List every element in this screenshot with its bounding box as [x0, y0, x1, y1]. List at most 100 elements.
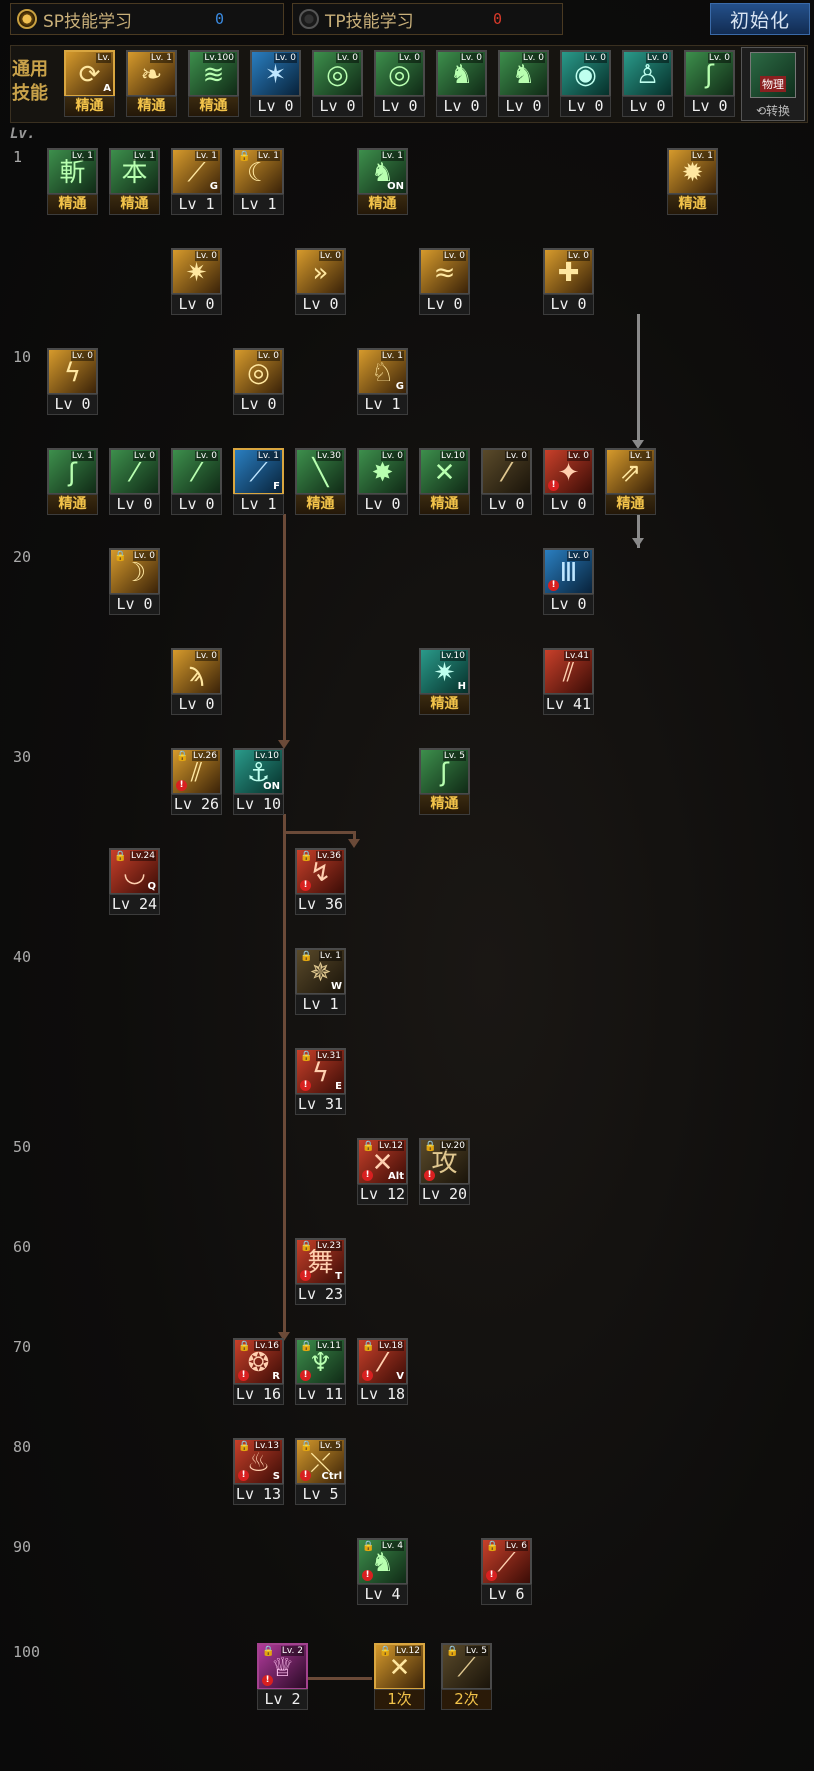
skill-node-33[interactable]: ↯Lv.36🔒!Lv 36: [295, 848, 346, 916]
skill-icon: ⁄Lv. 0: [109, 448, 160, 495]
skill-icon: ✹Lv. 1: [667, 148, 718, 195]
skill-node-24[interactable]: ☽Lv. 0🔒Lv 0: [109, 548, 160, 616]
warning-icon: !: [300, 1270, 311, 1281]
skill-icon: ⁄Lv. 0: [481, 448, 532, 495]
skill-glyph-icon: ✹: [681, 158, 704, 188]
skill-level-tag: Lv.30: [316, 451, 342, 461]
connector-line: [283, 814, 286, 1336]
skill-icon: ♕Lv. 2🔒!: [257, 1643, 308, 1690]
skill-level-tag: Lv. 0: [70, 351, 94, 361]
skill-level-caption: Lv 0: [543, 494, 594, 515]
skill-node-29[interactable]: ⫽Lv.26🔒!Lv 26: [171, 748, 222, 816]
skill-glyph-icon: ◡: [123, 858, 146, 888]
sp-radio-icon[interactable]: [17, 9, 37, 29]
skill-glyph-icon: ♘: [370, 358, 395, 388]
skill-level-tag: Lv. 0: [566, 551, 590, 561]
skill-node-22[interactable]: ✦Lv. 0!Lv 0: [543, 448, 594, 516]
skill-glyph-icon: ⇗: [619, 458, 642, 488]
lock-icon: 🔒: [379, 1646, 392, 1657]
reset-button[interactable]: 初始化: [710, 3, 810, 35]
tp-radio-icon[interactable]: [299, 9, 319, 29]
skill-node-40[interactable]: ♆Lv.11🔒!Lv 11: [295, 1338, 346, 1406]
lock-icon: 🔒: [262, 1646, 275, 1657]
skill-level-caption: 精通: [64, 96, 115, 117]
skill-node-46[interactable]: ♕Lv. 2🔒!Lv 2: [257, 1643, 308, 1711]
lock-icon: 🔒: [446, 1646, 459, 1657]
skill-node-47[interactable]: ✕Lv.12🔒1次: [374, 1643, 425, 1711]
skill-glyph-icon: ⟋: [249, 458, 268, 488]
skill-level-tag: Lv. 1: [132, 151, 156, 161]
warning-icon: !: [424, 1170, 435, 1181]
lock-icon: 🔒: [176, 751, 189, 762]
skill-node-48[interactable]: ⟋Lv. 5🔒2次: [441, 1643, 492, 1711]
skill-node-44[interactable]: ♞Lv. 4🔒!Lv 4: [357, 1538, 408, 1606]
sp-skill-tab[interactable]: SP技能学习 0: [10, 3, 284, 35]
level-marker: 70: [13, 1338, 32, 1356]
warning-icon: !: [362, 1370, 373, 1381]
skill-glyph-icon: ♞: [449, 60, 474, 90]
skill-level-caption: Lv 0: [250, 96, 301, 117]
skill-level-tag: Lv.13: [254, 1441, 280, 1451]
skill-glyph-icon: 本: [121, 158, 148, 188]
skill-node-4[interactable]: ☾Lv. 1🔒Lv 1: [233, 148, 284, 216]
skill-level-caption: Lv 0: [684, 96, 735, 117]
skill-node-45[interactable]: ⟋Lv. 6🔒!Lv 6: [481, 1538, 532, 1606]
damage-type-switch[interactable]: 物理 ⟲转换: [741, 47, 805, 121]
tp-skill-tab[interactable]: TP技能学习 0: [292, 3, 563, 35]
skill-level-caption: Lv 13: [233, 1484, 284, 1505]
skill-icon: ✚Lv. 0: [543, 248, 594, 295]
hotkey-badge: A: [103, 83, 111, 94]
